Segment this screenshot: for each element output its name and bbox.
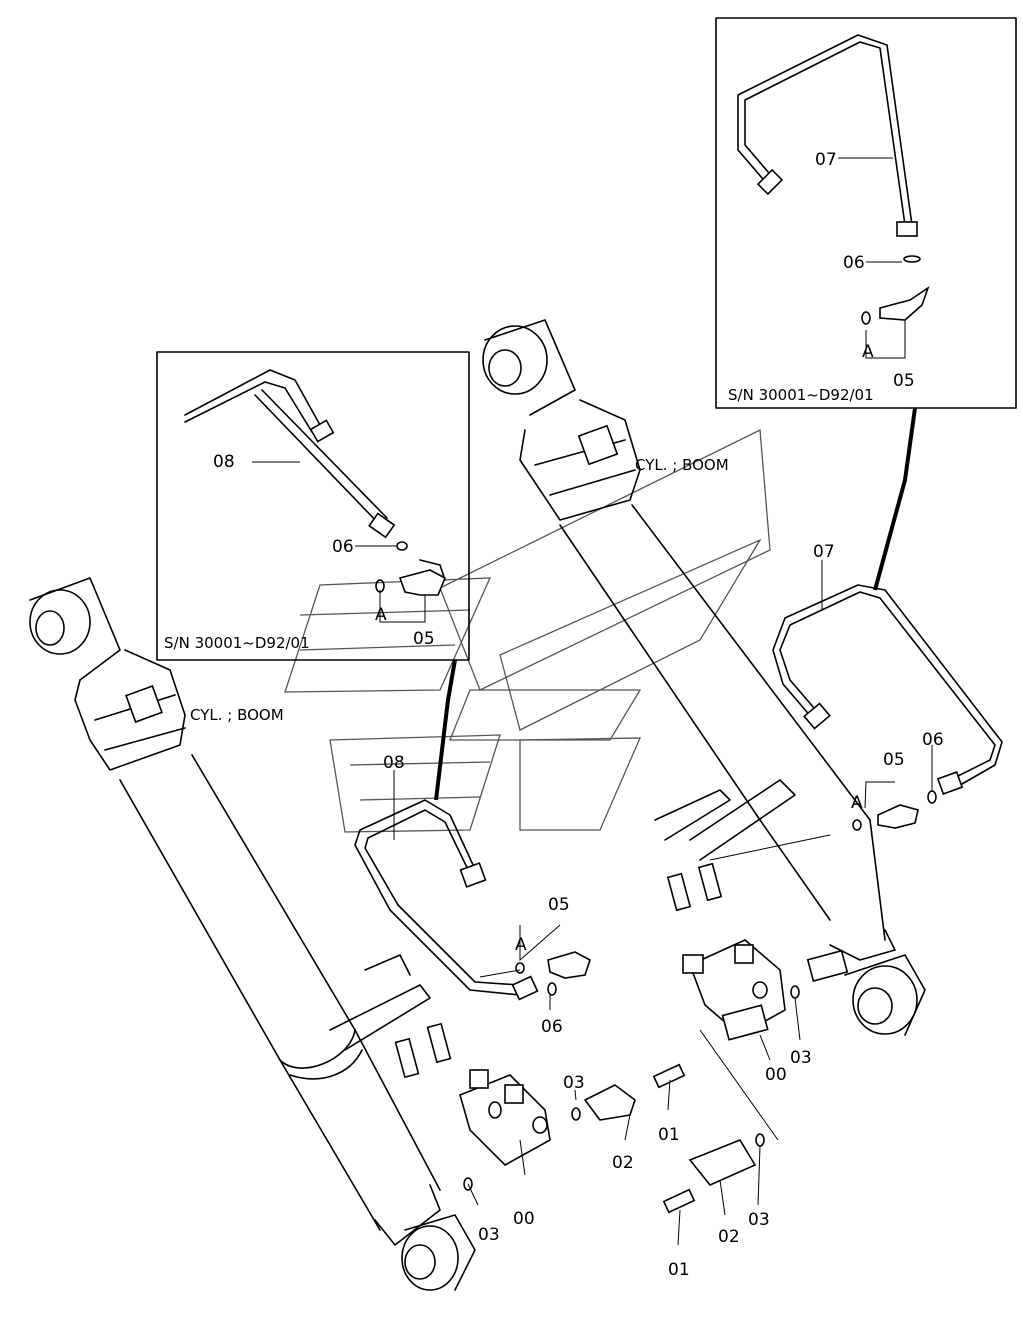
inset-serial-left: S/N 30001~D92/01: [164, 634, 310, 652]
label-05-inset-right: 05: [893, 371, 915, 391]
label-02-left: 02: [612, 1153, 634, 1173]
label-08-inset: 08: [213, 452, 235, 472]
label-05-main: 05: [548, 895, 570, 915]
right-valve-block: [662, 862, 800, 1214]
left-tube-08: [354, 799, 591, 1001]
right-cylinder-label: CYL. ; BOOM: [635, 456, 729, 474]
inset-leader-left: [434, 659, 457, 801]
left-leaders-08-05: [393, 770, 561, 1010]
right-boom-cylinder: [482, 319, 926, 1036]
label-a-inset: A: [375, 605, 387, 625]
label-06-inset: 06: [332, 537, 354, 557]
label-07-main: 07: [813, 542, 835, 562]
label-05-inset: 05: [413, 629, 435, 649]
inset-leader-right: [873, 407, 917, 591]
left-valve-block: [394, 1022, 686, 1191]
right-leaders-07-05: [709, 560, 933, 861]
label-01-right: 01: [668, 1260, 690, 1280]
right-inset-box: [715, 17, 1017, 409]
label-05-main-right: 05: [883, 750, 905, 770]
label-02-right: 02: [718, 1227, 740, 1247]
left-cylinder-label: CYL. ; BOOM: [190, 706, 284, 724]
label-03-right-bottom: 03: [748, 1210, 770, 1230]
right-valve-leaders: [677, 997, 801, 1246]
label-06-main-right: 06: [922, 730, 944, 750]
left-valve-leaders: [467, 1079, 671, 1206]
label-01-left: 01: [658, 1125, 680, 1145]
label-06-main: 06: [541, 1017, 563, 1037]
left-boom-cylinder: [29, 577, 476, 1291]
label-03-left: 03: [563, 1073, 585, 1093]
label-03-left-bottom: 03: [478, 1225, 500, 1245]
label-a-main: A: [515, 935, 527, 955]
label-a-main-right: A: [851, 793, 863, 813]
label-03-right: 03: [790, 1048, 812, 1068]
inset-serial-right: S/N 30001~D92/01: [728, 386, 874, 404]
left-inset-box: [156, 351, 470, 661]
right-tube-07: [772, 584, 1003, 831]
label-07-inset: 07: [815, 150, 837, 170]
label-00-right: 00: [765, 1065, 787, 1085]
label-00-left: 00: [513, 1209, 535, 1229]
label-08-main: 08: [383, 753, 405, 773]
label-06-inset-right: 06: [843, 253, 865, 273]
label-a-inset-right: A: [862, 342, 874, 362]
watermark-logo: [284, 428, 771, 833]
